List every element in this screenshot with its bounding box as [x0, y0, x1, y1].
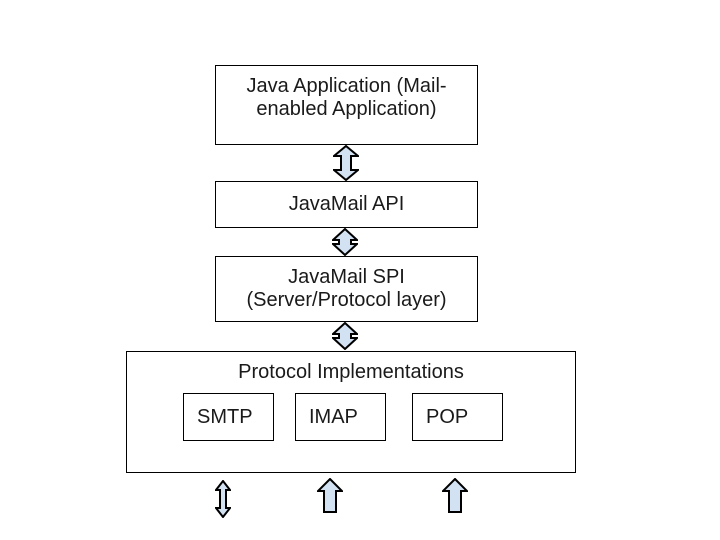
javamail-api-box: JavaMail API: [215, 181, 478, 228]
javamail-spi-label-line1: JavaMail SPI: [288, 266, 405, 288]
double-arrow-vertical-icon: [331, 144, 361, 182]
double-arrow-vertical-short-icon: [330, 227, 360, 257]
smtp-label: SMTP: [197, 405, 253, 428]
pop-label: POP: [426, 405, 469, 428]
pop-box: POP: [412, 393, 503, 441]
javamail-api-label: JavaMail API: [288, 193, 405, 215]
double-arrow-vertical-short-icon: [330, 321, 360, 351]
double-arrow-vertical-icon: [213, 479, 233, 519]
up-arrow-icon: [440, 477, 470, 513]
up-arrow-icon: [315, 477, 345, 513]
java-application-label-line2: enabled Application): [256, 98, 437, 120]
imap-label: IMAP: [309, 405, 358, 428]
java-application-box: Java Application (Mail- enabled Applicat…: [215, 65, 478, 145]
protocol-implementations-title: Protocol Implementations: [238, 361, 464, 383]
imap-box: IMAP: [295, 393, 386, 441]
smtp-box: SMTP: [183, 393, 274, 441]
protocol-implementations-box: Protocol Implementations SMTP IMAP POP: [126, 351, 576, 473]
javamail-spi-box: JavaMail SPI (Server/Protocol layer): [215, 256, 478, 322]
java-application-label-line1: Java Application (Mail-: [246, 75, 447, 97]
javamail-spi-label-line2: (Server/Protocol layer): [246, 289, 447, 311]
